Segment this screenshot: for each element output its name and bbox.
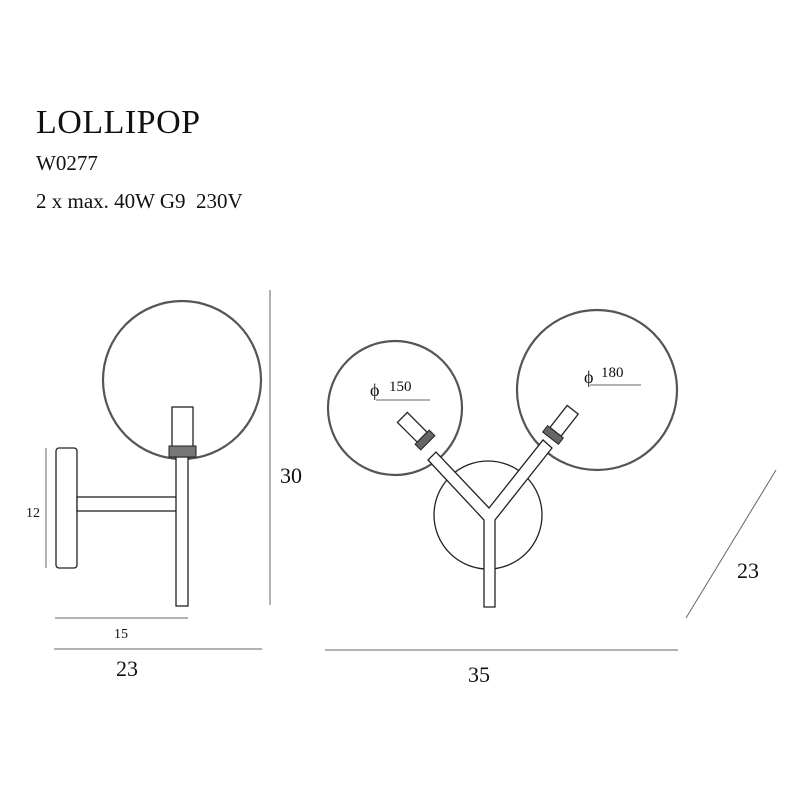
product-name: LOLLIPOP [36, 104, 201, 141]
product-code: W0277 [36, 151, 98, 175]
dim-line-23-depth [685, 469, 777, 619]
side-wall-plate [55, 447, 78, 569]
dim-label-23-depth: 23 [737, 558, 759, 583]
side-socket [168, 445, 197, 458]
diameter-value-150: 150 [389, 379, 412, 395]
diameter-label-180: ϕ 180 [584, 365, 641, 387]
dim-label-12: 12 [26, 506, 40, 521]
front-glass-shade-large [515, 308, 679, 472]
side-view: 12 30 15 23 [26, 290, 302, 681]
diameter-label-150: ϕ 150 [370, 379, 430, 401]
dim-label-15: 15 [114, 627, 128, 642]
side-stem [175, 456, 189, 607]
product-spec: 2 x max. 40W G9 230V [36, 189, 243, 213]
diameter-value-180: 180 [601, 365, 624, 381]
front-view: ϕ 150 ϕ 180 35 23 [325, 308, 777, 687]
side-arm [76, 496, 178, 512]
front-bulb-left [396, 411, 436, 451]
dim-label-35: 35 [468, 662, 490, 687]
dim-label-30: 30 [280, 463, 302, 488]
diameter-icon: ϕ [370, 380, 379, 400]
diameter-icon: ϕ [584, 367, 593, 387]
front-y-arm [427, 439, 553, 608]
side-bulb [171, 406, 194, 448]
front-bulb-right [541, 404, 580, 446]
dim-label-23-side: 23 [116, 656, 138, 681]
front-glass-shade-small [326, 339, 464, 477]
